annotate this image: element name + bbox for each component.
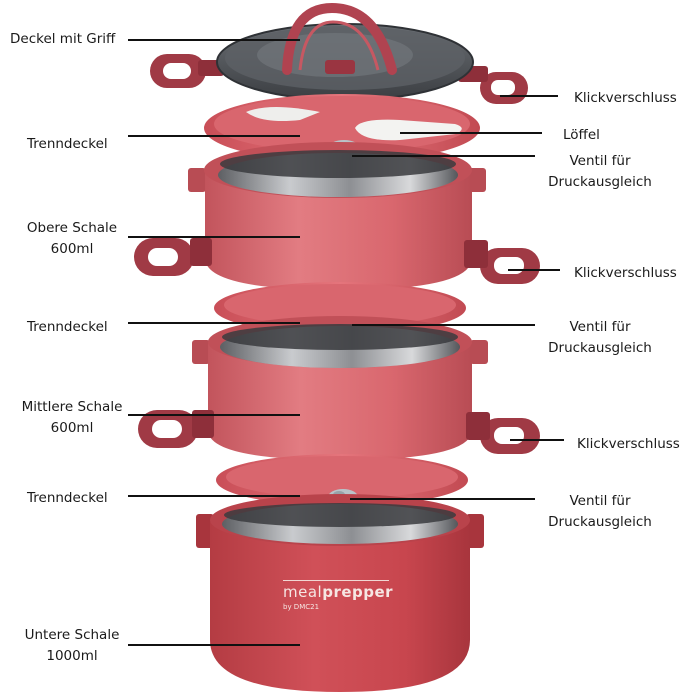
label-lower-bowl-name: Untere Schale — [24, 627, 120, 643]
label-divider-3: Trenndeckel — [27, 490, 108, 506]
label-valve-1: Ventil für Druckausgleich — [540, 151, 660, 193]
label-lower-bowl: Untere Schale 1000ml — [18, 625, 126, 667]
label-valve-2-line-2: Druckausgleich — [548, 340, 652, 356]
brand-logo: mealprepper by DMC21 — [283, 580, 403, 611]
label-upper-bowl: Obere Schale 600ml — [20, 218, 124, 260]
label-valve-3-line-1: Ventil für — [569, 493, 631, 509]
label-divider-1: Trenndeckel — [27, 136, 108, 152]
divider-lid-3 — [216, 454, 468, 506]
middle-clip-right — [466, 412, 540, 454]
label-valve-3-line-2: Druckausgleich — [548, 514, 652, 530]
leader-lines — [128, 39, 564, 646]
middle-clip-left — [138, 410, 214, 448]
spoon — [246, 107, 462, 141]
label-middle-bowl: Mittlere Schale 600ml — [14, 397, 130, 439]
lower-bowl — [196, 494, 484, 692]
lid-clip-left — [150, 54, 224, 88]
label-upper-bowl-name: Obere Schale — [26, 220, 118, 236]
upper-clip-left — [134, 238, 212, 276]
brand-name-bold: prepper — [322, 583, 394, 601]
label-divider-2: Trenndeckel — [27, 319, 108, 335]
label-middle-bowl-name: Mittlere Schale — [21, 399, 123, 415]
label-valve-3: Ventil für Druckausgleich — [540, 491, 660, 533]
label-lower-bowl-volume: 1000ml — [46, 648, 98, 664]
brand-rule — [283, 580, 389, 581]
brand-name-light: meal — [283, 583, 323, 601]
label-upper-bowl-volume: 600ml — [50, 241, 94, 257]
middle-bowl — [138, 316, 540, 460]
label-clip-3: Klickverschluss — [577, 436, 680, 452]
label-valve-2: Ventil für Druckausgleich — [540, 317, 660, 359]
label-clip-2: Klickverschluss — [574, 265, 677, 281]
upper-clip-right — [464, 240, 540, 284]
label-lid: Deckel mit Griff — [10, 31, 116, 47]
label-valve-1-line-1: Ventil für — [569, 153, 631, 169]
label-middle-bowl-volume: 600ml — [50, 420, 94, 436]
lid-with-handle — [150, 2, 528, 104]
label-spoon: Löffel — [563, 127, 600, 143]
divider-lid-1 — [204, 94, 480, 162]
brand-name: mealprepper — [283, 583, 403, 601]
upper-bowl — [134, 142, 540, 290]
label-clip-1: Klickverschluss — [574, 90, 677, 106]
label-valve-2-line-1: Ventil für — [569, 319, 631, 335]
brand-sub: by DMC21 — [283, 603, 320, 611]
label-valve-1-line-2: Druckausgleich — [548, 174, 652, 190]
